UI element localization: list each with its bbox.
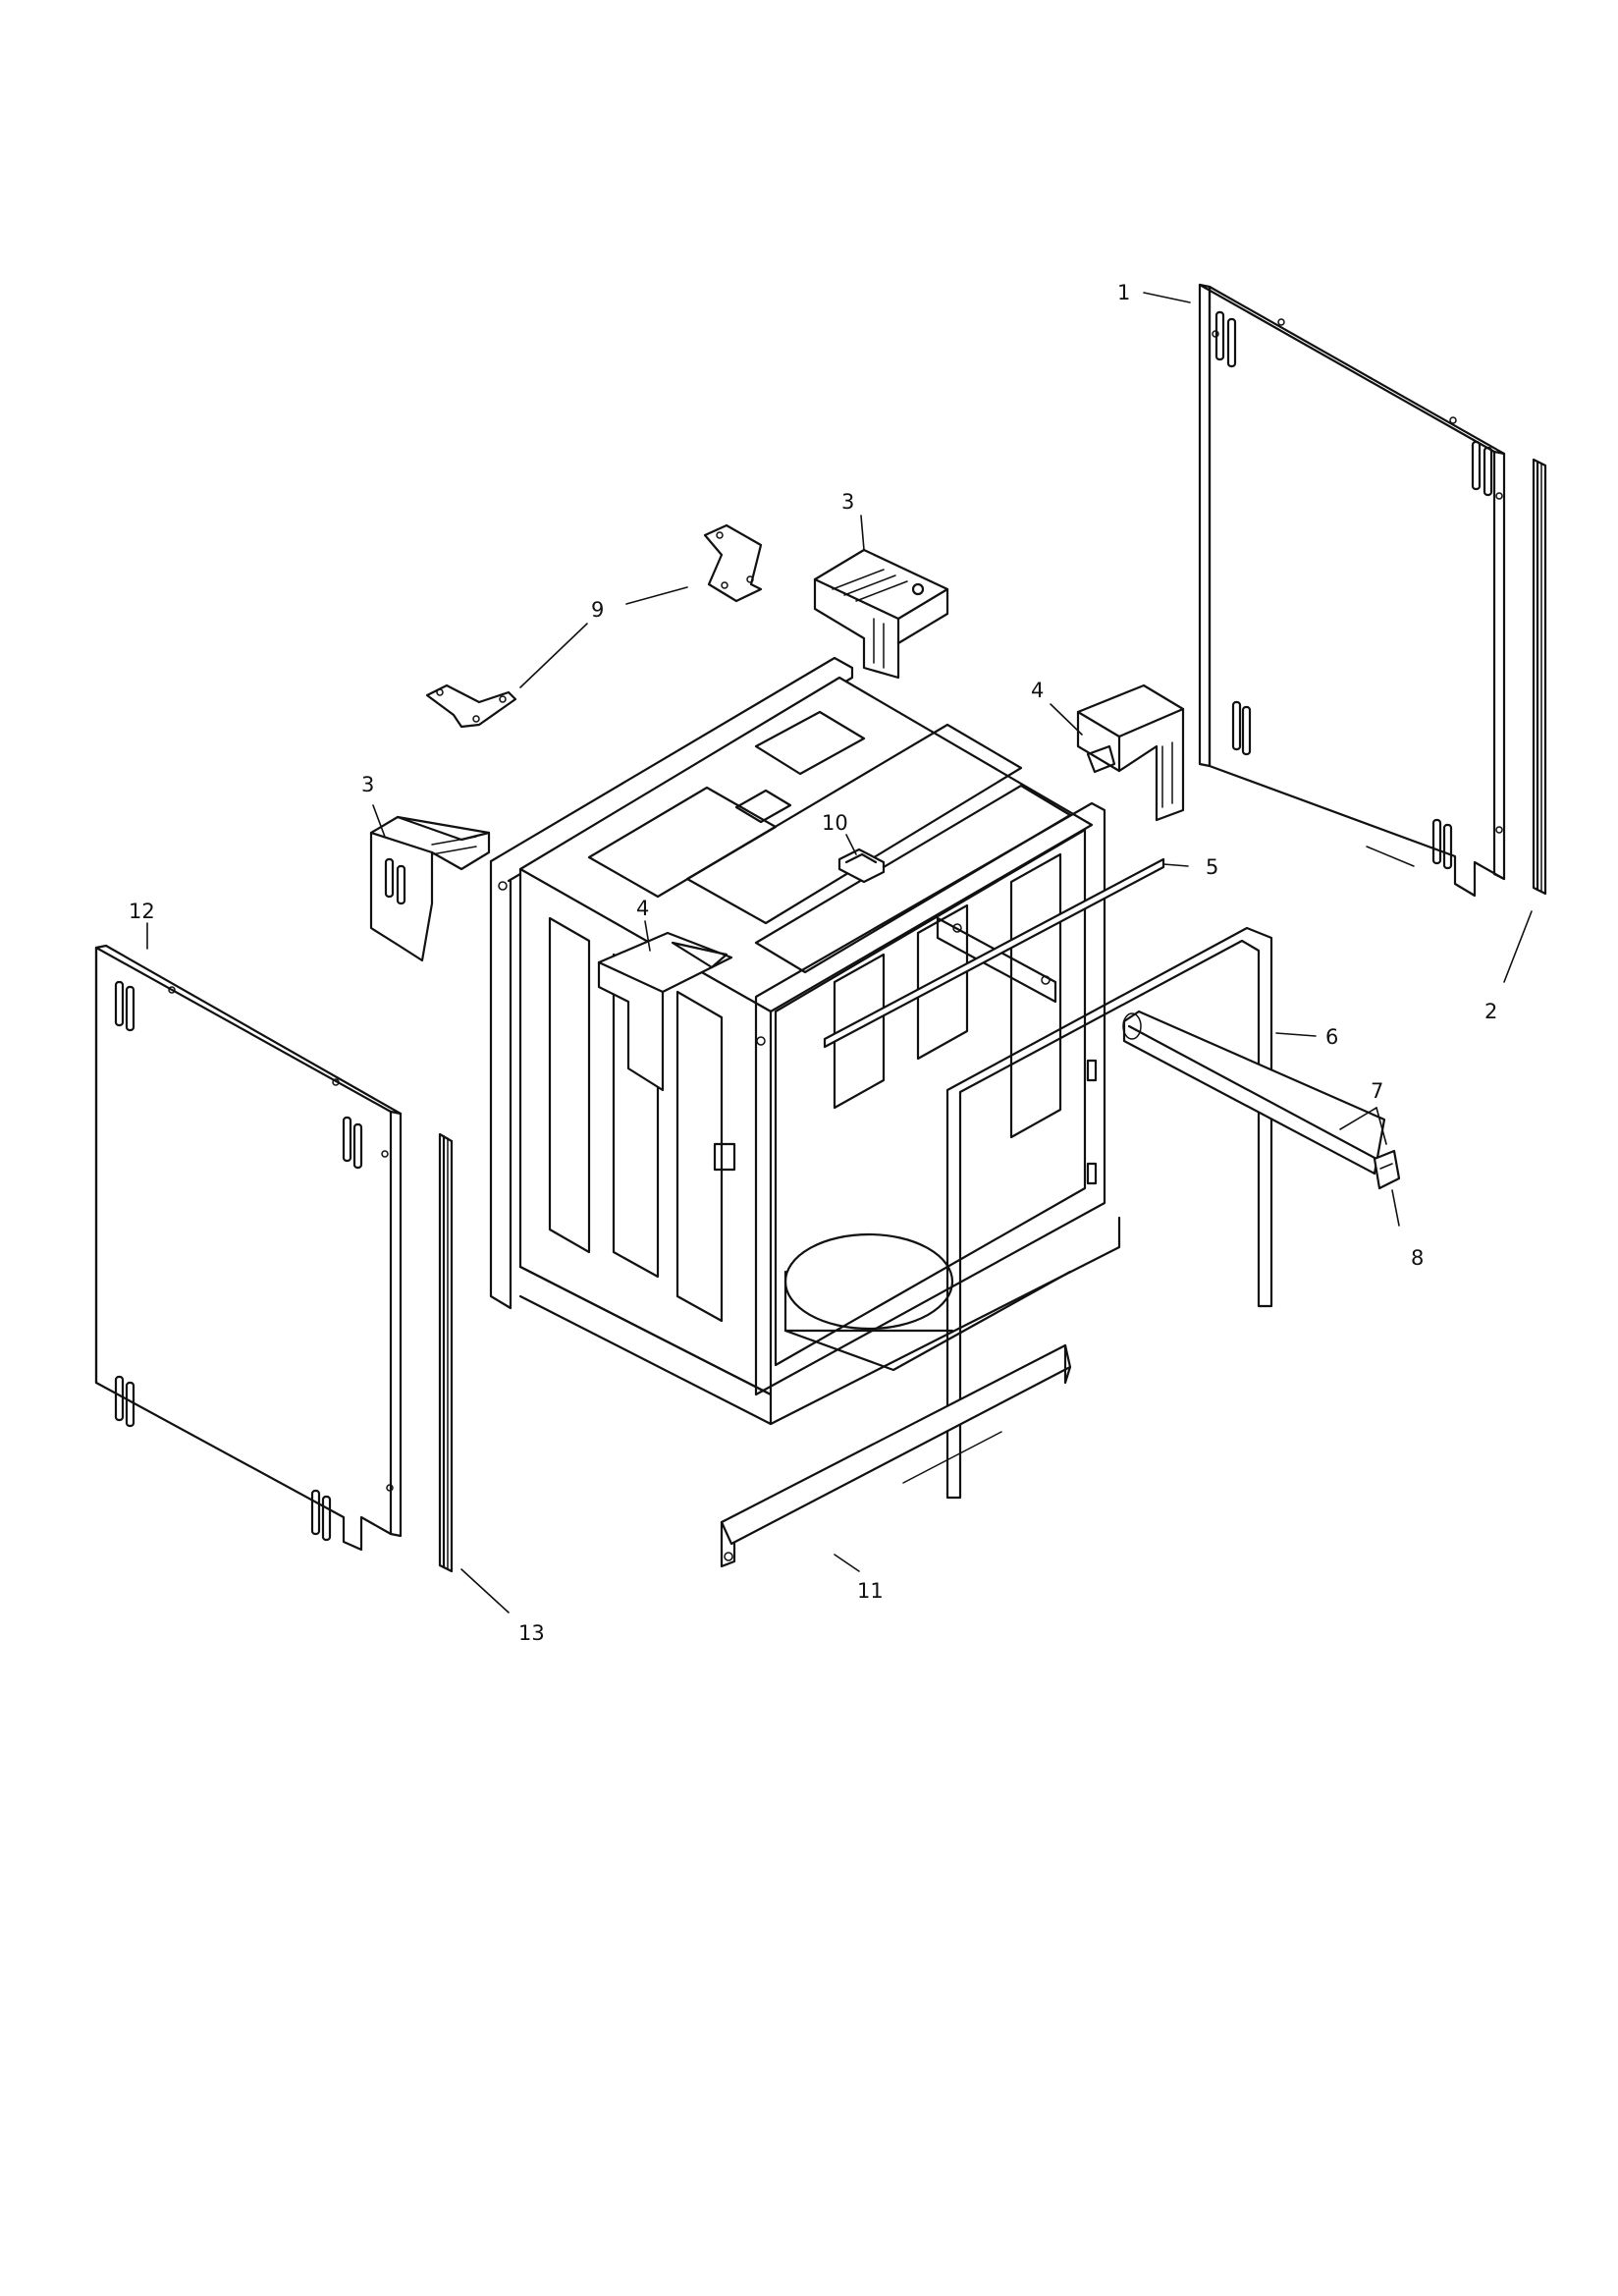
callout-3-right: 3 <box>841 490 854 514</box>
part-3-left-mounting-bracket <box>369 815 491 962</box>
leader-lines <box>146 292 1533 1613</box>
part-8-clip <box>1373 1149 1401 1190</box>
callout-9: 9 <box>591 598 604 622</box>
part-11-bottom-rail <box>720 1343 1072 1568</box>
part-5-door-seal-strip <box>823 857 1165 1049</box>
callout-4-right: 4 <box>1031 679 1044 702</box>
callout-1: 1 <box>1117 281 1130 304</box>
part-9-mounting-plates <box>425 523 763 729</box>
part-1-right-side-panel <box>1198 283 1506 898</box>
part-3-right-mounting-bracket <box>813 548 949 680</box>
part-13-left-trim-strip <box>438 1132 454 1573</box>
part-2-right-trim-strip <box>1532 458 1547 896</box>
part-7-tube <box>1122 1010 1386 1175</box>
callout-4-left: 4 <box>636 897 649 920</box>
callout-12: 12 <box>129 900 155 923</box>
part-6-door-gasket <box>945 926 1273 1500</box>
callout-5: 5 <box>1206 855 1218 879</box>
callout-labels: 1 2 3 3 4 4 5 6 7 8 9 10 11 12 13 <box>129 281 1497 1645</box>
part-4-left-side-bracket <box>597 931 733 1092</box>
callout-6: 6 <box>1325 1025 1338 1049</box>
part-12-left-side-panel <box>94 944 403 1552</box>
dishwasher-tub <box>489 656 1121 1426</box>
callout-2: 2 <box>1484 1000 1497 1023</box>
callout-10: 10 <box>822 811 848 835</box>
part-4-right-side-bracket <box>1076 683 1185 822</box>
callout-7: 7 <box>1371 1079 1383 1103</box>
callout-3-left: 3 <box>361 773 374 796</box>
callout-8: 8 <box>1411 1246 1424 1270</box>
part-10-latch <box>837 847 886 884</box>
callout-13: 13 <box>518 1621 545 1645</box>
callout-11: 11 <box>857 1579 884 1603</box>
